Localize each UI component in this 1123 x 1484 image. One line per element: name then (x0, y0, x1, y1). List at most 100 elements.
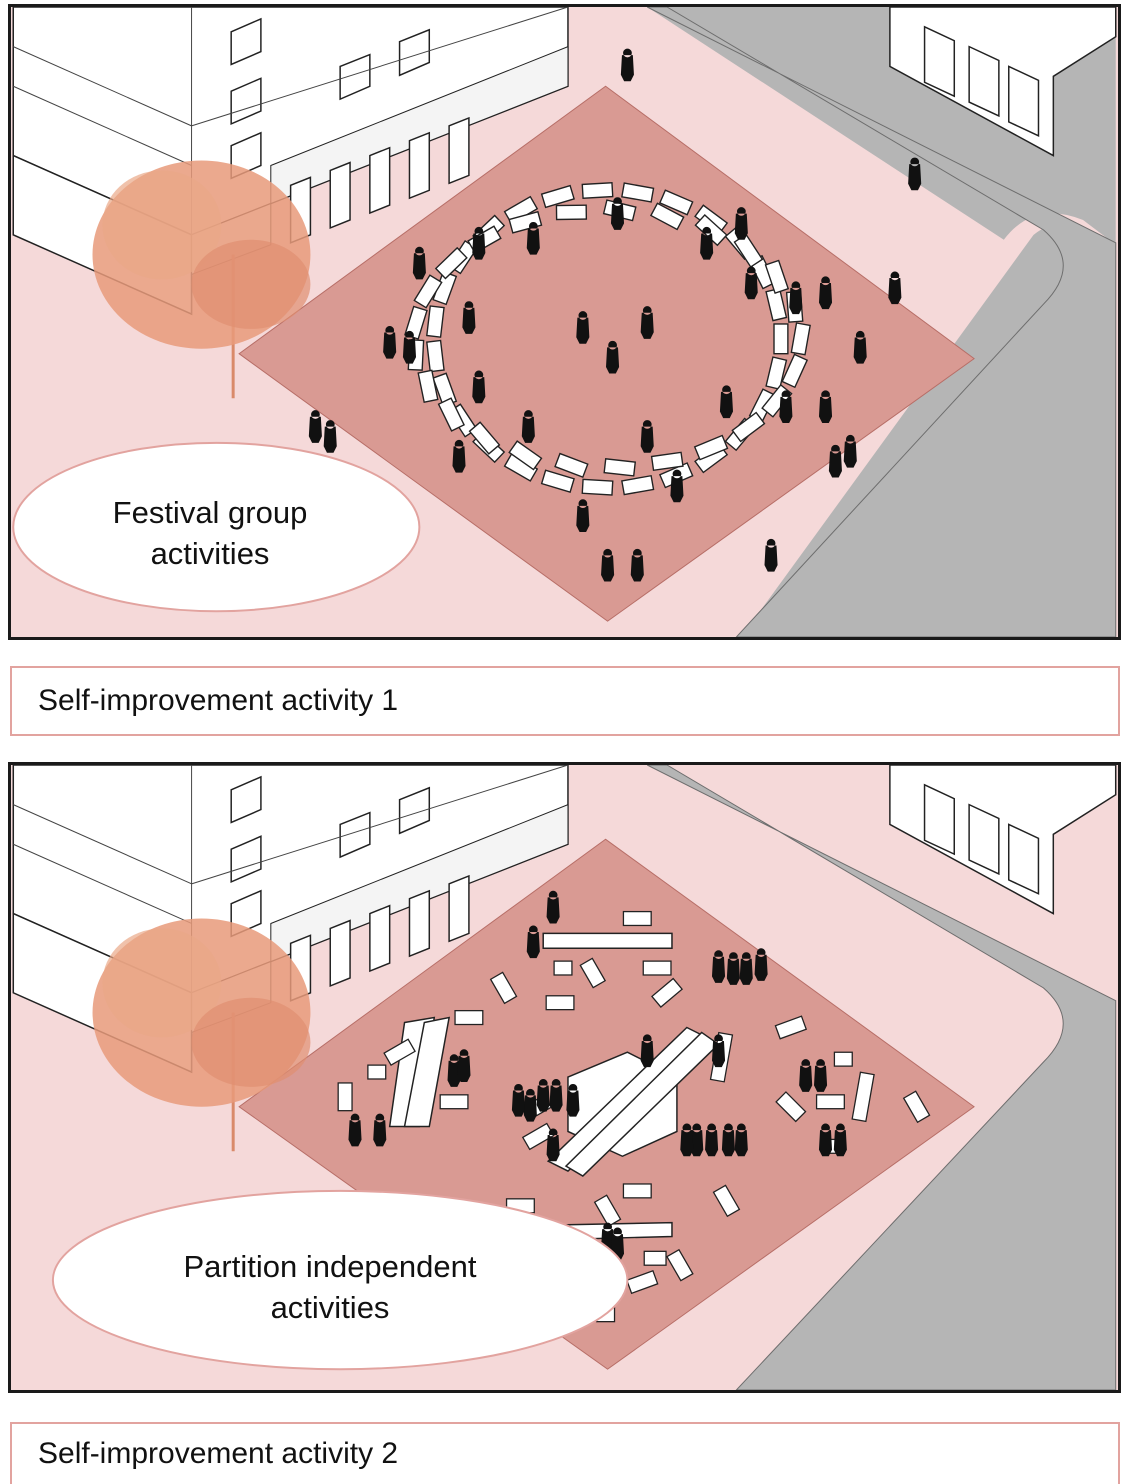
person-silhouette (640, 420, 654, 453)
bench-block (454, 1009, 484, 1026)
bench-block (417, 369, 439, 404)
bench-block (439, 1094, 469, 1110)
person-silhouette (799, 1059, 813, 1092)
bench-block (426, 305, 445, 338)
bench-block (622, 910, 652, 927)
person-silhouette (843, 434, 857, 468)
person-silhouette (620, 48, 634, 82)
bench-block (468, 421, 501, 455)
bench-block (851, 1071, 875, 1123)
bench-block (367, 1064, 387, 1080)
label-festival-group: Festival group activities (30, 492, 390, 574)
person-silhouette (789, 281, 803, 315)
bench-block (781, 353, 809, 389)
building-windows (230, 17, 470, 244)
bench-block (815, 1094, 845, 1110)
person-silhouette (828, 444, 842, 478)
bench-block (545, 995, 575, 1011)
person-silhouette (818, 276, 833, 310)
person-silhouette (549, 1078, 563, 1112)
person-silhouette (546, 890, 560, 924)
bench-block (712, 1184, 741, 1218)
person-silhouette (853, 330, 867, 364)
bench-block (553, 960, 573, 976)
bench-block (489, 971, 518, 1005)
bench-block (622, 1183, 652, 1199)
label-bubble (51, 1189, 629, 1371)
person-silhouette (690, 1123, 704, 1157)
person-silhouette (523, 1088, 537, 1122)
label-partition-independent: Partition independent activities (60, 1246, 600, 1328)
person-silhouette (526, 221, 540, 255)
building-lines (13, 7, 569, 315)
bench-block (764, 259, 790, 294)
person-silhouette (640, 306, 654, 339)
person-silhouette (576, 499, 590, 532)
person-silhouette (462, 301, 476, 334)
scene-panel-festival (8, 4, 1121, 640)
person-silhouette (323, 420, 337, 453)
tree-icon (92, 918, 311, 1152)
people-silhouettes (348, 890, 847, 1261)
bench-block (383, 1038, 416, 1067)
bench-block (649, 202, 685, 231)
bench-block (773, 323, 789, 355)
road-curve (646, 765, 1117, 1390)
person-silhouette (818, 390, 833, 424)
bench-block (666, 1248, 694, 1282)
bench-block (337, 1082, 353, 1112)
scene-panel-partition (8, 762, 1121, 1393)
person-silhouette (308, 410, 322, 443)
bench-block (437, 397, 465, 432)
person-silhouette (566, 1083, 580, 1117)
bench-block (554, 452, 589, 478)
bench-block (621, 182, 655, 203)
person-silhouette (472, 370, 486, 404)
label-line-2: activities (270, 1290, 390, 1325)
person-silhouette (630, 548, 644, 582)
person-silhouette (606, 340, 620, 374)
person-silhouette (601, 548, 615, 582)
person-silhouette (348, 1113, 362, 1147)
person-silhouette (521, 410, 535, 443)
road-curve (646, 7, 1117, 637)
label-bubble (12, 441, 421, 613)
person-silhouette (734, 207, 748, 240)
person-silhouette (908, 157, 922, 191)
person-silhouette (383, 325, 397, 359)
bench-block (775, 1091, 807, 1123)
bench-block (650, 451, 684, 472)
people-silhouettes (308, 48, 922, 582)
person-silhouette (779, 390, 793, 424)
bench-block (694, 213, 728, 247)
person-silhouette (670, 469, 684, 503)
label-line-1: Partition independent (183, 1249, 477, 1284)
bench-block (579, 957, 607, 989)
person-silhouette (726, 952, 740, 985)
bench-block (426, 339, 445, 373)
bench-block (693, 434, 729, 461)
long-benches (388, 932, 720, 1242)
person-silhouette (711, 950, 726, 983)
person-silhouette (833, 1123, 847, 1157)
person-silhouette (700, 226, 714, 260)
person-silhouette (412, 246, 426, 280)
caption-activity-1: Self-improvement activity 1 (10, 666, 1120, 736)
bench-block (413, 274, 443, 309)
person-silhouette (640, 1034, 654, 1068)
building-right-windows (923, 783, 1040, 895)
person-silhouette (754, 948, 768, 981)
building-lines (13, 765, 569, 1073)
person-silhouette (546, 1128, 560, 1162)
bench-block (555, 204, 588, 221)
person-silhouette (576, 311, 590, 344)
person-silhouette (818, 1123, 833, 1157)
bench-block (621, 474, 655, 496)
bench-block (833, 1051, 853, 1067)
label-line-2: activities (150, 536, 270, 571)
person-silhouette (721, 1123, 735, 1157)
person-silhouette (402, 330, 417, 364)
person-silhouette (888, 271, 902, 305)
bench-block (508, 210, 543, 234)
building-right-windows (923, 25, 1040, 137)
